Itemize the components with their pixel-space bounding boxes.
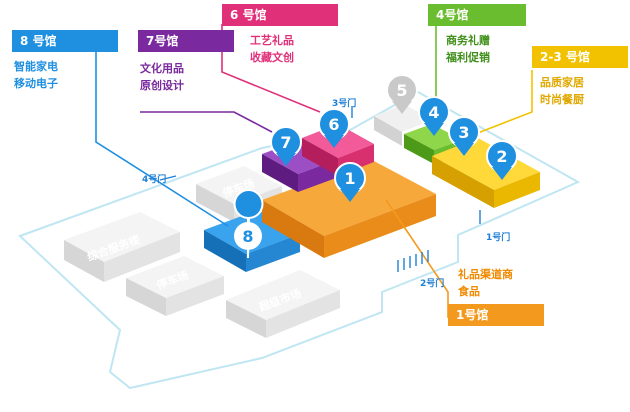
- pin-4-number: 4: [428, 103, 439, 122]
- hall-23-desc-line1: 品质家居: [540, 76, 584, 89]
- hall-23-block[interactable]: [432, 138, 540, 208]
- hall-4-desc-line2: 福利促销: [446, 51, 490, 64]
- gate-2-label: 2号门: [420, 279, 445, 289]
- hall-6-desc-line1: 工艺礼品: [250, 34, 294, 47]
- gate-arrow-4: [159, 175, 177, 181]
- building-market: [226, 270, 340, 338]
- hall-8-desc-line2: 移动电子: [14, 77, 58, 90]
- hall-23-desc-line2: 时尚餐厨: [540, 93, 584, 106]
- hall-6-tag[interactable]: 6 号馆: [222, 4, 338, 26]
- hall-7-desc-line2: 原创设计: [140, 79, 184, 92]
- pin-3-number: 3: [458, 123, 469, 142]
- callout-line-8: [95, 52, 229, 227]
- site-outline: [18, 90, 581, 390]
- pin-4[interactable]: 4: [418, 96, 450, 136]
- pin-1-number: 1: [344, 169, 355, 188]
- pin-8-number: 8: [242, 227, 253, 246]
- hall-1-desc-line1: 礼品渠道商: [458, 268, 513, 281]
- hall-6-desc-line2: 收藏文创: [250, 51, 294, 64]
- building-hall-5: [374, 104, 432, 146]
- pin-6[interactable]: 6: [318, 108, 350, 148]
- pin-2[interactable]: 2: [486, 140, 518, 180]
- hall-1-tag[interactable]: 1号馆: [448, 304, 544, 326]
- pin-6-number: 6: [328, 115, 339, 134]
- hall-23-tag[interactable]: 2-3 号馆: [532, 46, 628, 68]
- pin-1[interactable]: 1: [334, 162, 366, 202]
- hall-7-desc-line1: 文化用品: [140, 62, 184, 75]
- pin-5[interactable]: 5: [386, 74, 418, 114]
- building-complex: [64, 212, 180, 282]
- gate-4-label: 4号门: [142, 175, 167, 185]
- pin-8[interactable]: 8: [233, 189, 264, 259]
- hall-8-tag[interactable]: 8 号馆: [12, 30, 118, 52]
- pin-7-number: 7: [280, 133, 291, 152]
- building-parking-bottom: [126, 256, 224, 316]
- gate-3-label: 3号门: [332, 99, 357, 109]
- gate-arrows-2: [397, 250, 429, 272]
- hall-4-desc-line1: 商务礼赠: [446, 34, 490, 47]
- callout-line-7: [140, 111, 273, 133]
- gate-1-label: 1号门: [486, 233, 511, 243]
- callout-line-23: [469, 70, 533, 137]
- pin-3[interactable]: 3: [448, 116, 480, 156]
- hall-7-tag[interactable]: 7号馆: [138, 30, 234, 52]
- hall-8-desc-line1: 智能家电: [14, 60, 58, 73]
- pin-7[interactable]: 7: [270, 126, 302, 166]
- hall-1-desc-line2: 食品: [458, 285, 480, 298]
- pin-2-number: 2: [496, 147, 507, 166]
- pin-5-number: 5: [396, 81, 407, 100]
- hall-4-tag[interactable]: 4号馆: [428, 4, 526, 26]
